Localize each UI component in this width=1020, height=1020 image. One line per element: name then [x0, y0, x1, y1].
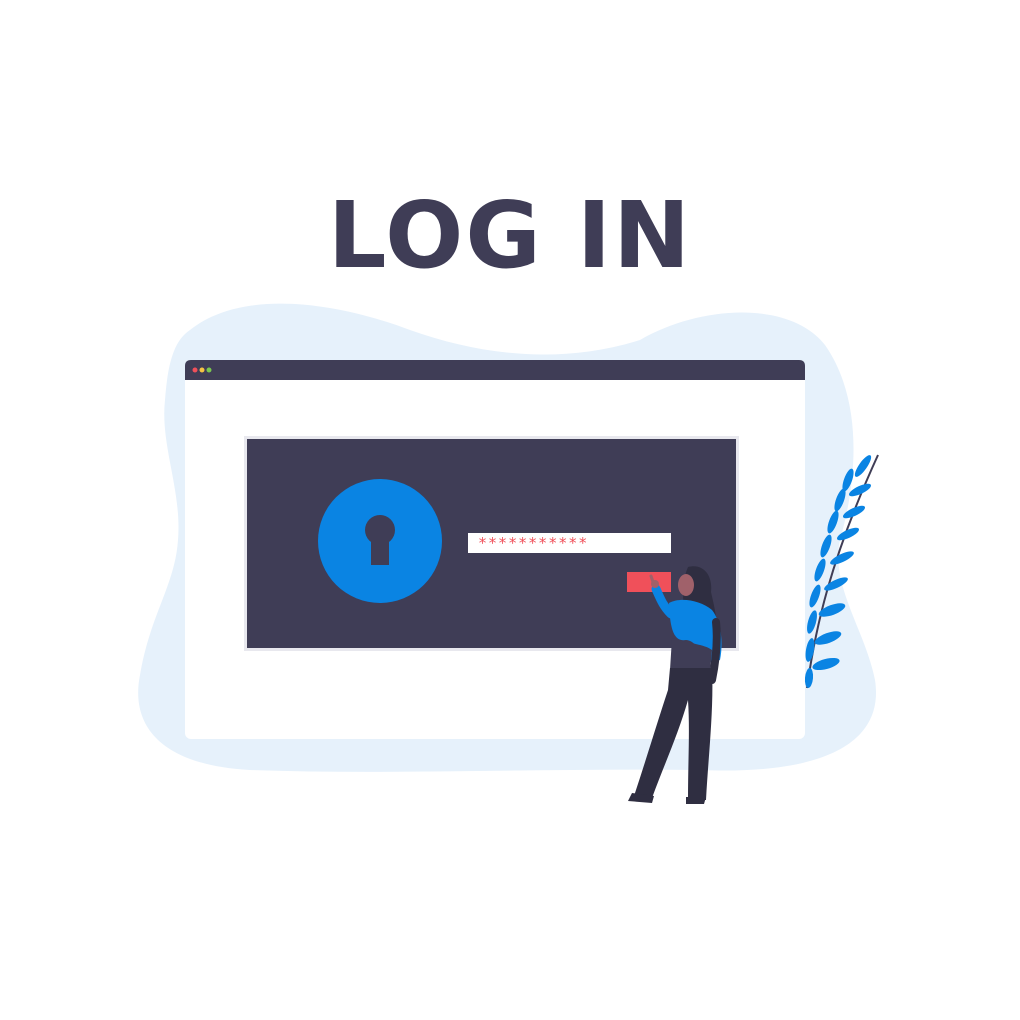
- browser-title-bar: [185, 360, 805, 380]
- woman-figure: [628, 566, 722, 804]
- window-close-dot[interactable]: [192, 367, 198, 373]
- login-button[interactable]: [627, 572, 671, 592]
- window-maximize-dot[interactable]: [206, 367, 212, 373]
- page-title: LOG IN: [327, 182, 693, 289]
- password-field[interactable]: [468, 533, 671, 553]
- password-field-value: ***********: [478, 534, 589, 552]
- keyhole-lock-icon: [318, 479, 442, 603]
- leaf-branch-icon: [804, 454, 879, 689]
- window-minimize-dot[interactable]: [199, 367, 205, 373]
